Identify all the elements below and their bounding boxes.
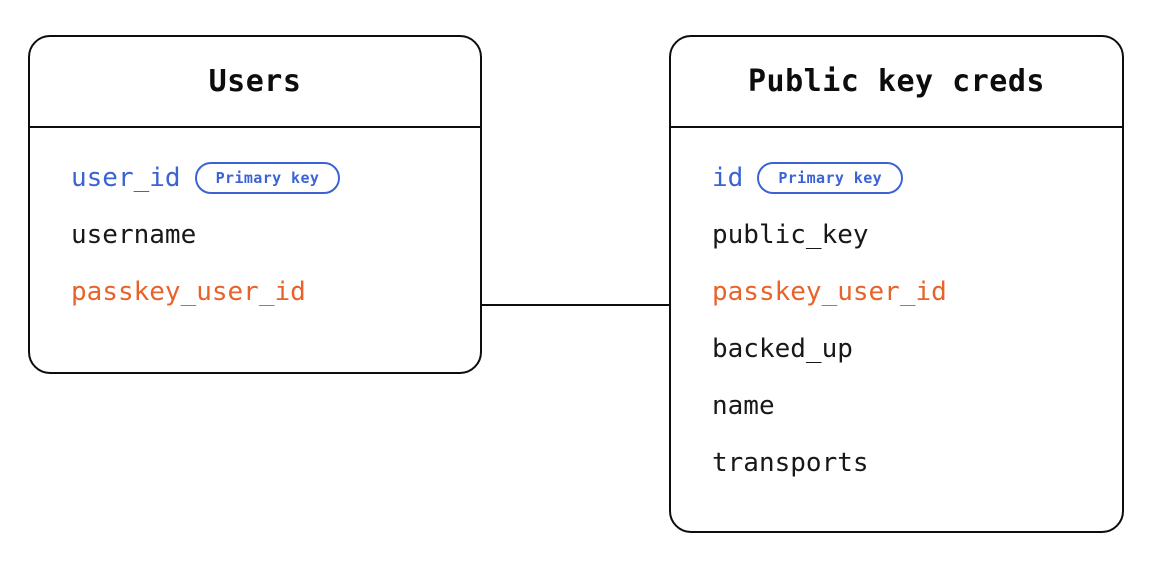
field-row-name[interactable]: name (712, 391, 1122, 448)
field-name-transports: transports (712, 448, 869, 478)
entity-field-list-public-key-creds: id Primary key public_key passkey_user_i… (671, 128, 1122, 505)
entity-title-users: Users (208, 63, 302, 99)
primary-key-badge: Primary key (757, 162, 904, 194)
field-row-backed-up[interactable]: backed_up (712, 334, 1122, 391)
field-row-passkey-user-id[interactable]: passkey_user_id (712, 277, 1122, 334)
entity-header-users: Users (30, 37, 480, 128)
field-name-name: name (712, 391, 775, 421)
field-name-public-key: public_key (712, 220, 869, 250)
entity-box-users[interactable]: Users user_id Primary key username passk… (28, 35, 482, 374)
field-row-passkey-user-id[interactable]: passkey_user_id (71, 277, 480, 334)
field-name-backed-up: backed_up (712, 334, 853, 364)
entity-title-public-key-creds: Public key creds (748, 63, 1045, 99)
entity-field-list-users: user_id Primary key username passkey_use… (30, 128, 480, 334)
field-name-username: username (71, 220, 197, 250)
field-row-username[interactable]: username (71, 220, 480, 277)
field-row-transports[interactable]: transports (712, 448, 1122, 505)
primary-key-badge: Primary key (194, 162, 341, 194)
field-row-user-id[interactable]: user_id Primary key (71, 162, 480, 220)
field-row-public-key[interactable]: public_key (712, 220, 1122, 277)
entity-header-public-key-creds: Public key creds (671, 37, 1122, 128)
field-row-id[interactable]: id Primary key (712, 162, 1122, 220)
relationship-connector-line[interactable] (480, 304, 671, 306)
entity-box-public-key-creds[interactable]: Public key creds id Primary key public_k… (669, 35, 1124, 533)
field-name-passkey-user-id: passkey_user_id (71, 277, 306, 307)
field-name-id: id (712, 163, 744, 193)
field-name-user-id: user_id (71, 163, 181, 193)
field-name-passkey-user-id: passkey_user_id (712, 277, 947, 307)
